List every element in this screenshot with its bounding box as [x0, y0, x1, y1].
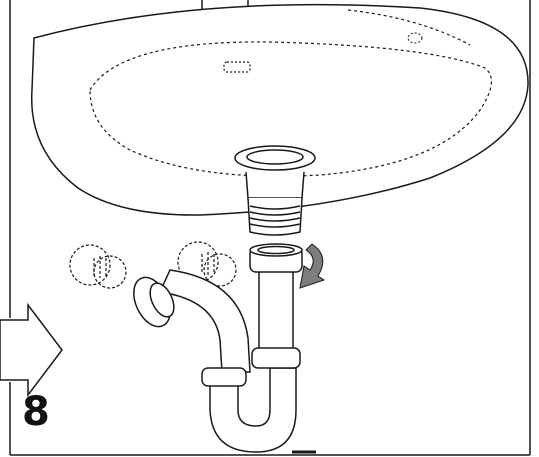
wash-basin — [30, 3, 529, 216]
frame — [9, 0, 531, 456]
arrow-right-icon — [0, 302, 63, 398]
step-number: 8 — [22, 389, 50, 435]
siphon-trap — [133, 243, 303, 453]
wall-anchor-left — [69, 244, 127, 289]
rotate-clockwise-icon — [299, 243, 326, 289]
drain-outlet — [234, 145, 316, 236]
